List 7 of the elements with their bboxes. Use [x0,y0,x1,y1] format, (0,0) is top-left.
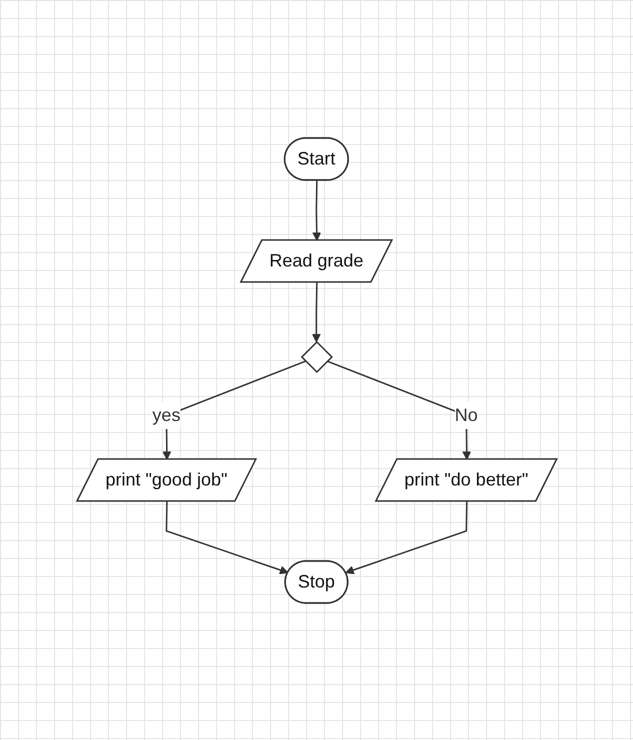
edge-label: No [454,404,478,424]
arrow [312,180,321,240]
arrow [165,500,288,574]
arrow [344,500,468,574]
arrow [312,282,320,342]
edge-label: yes [152,404,180,424]
node-diamond [300,340,333,373]
